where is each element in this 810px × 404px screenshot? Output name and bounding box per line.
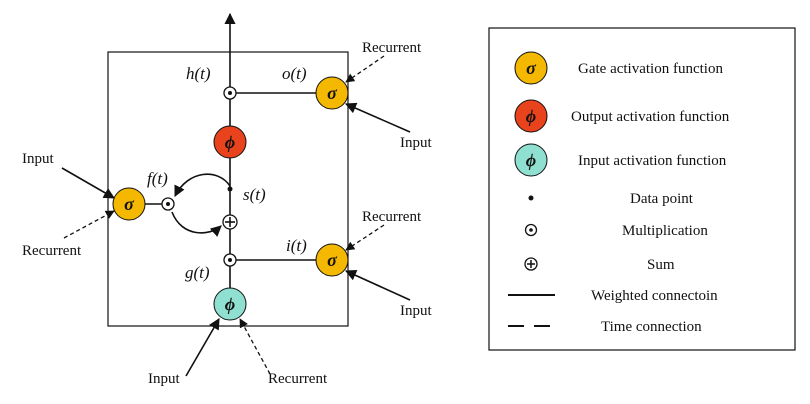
legend-weighted-label: Weighted connectoin	[591, 288, 718, 304]
output-gate-node	[315, 76, 349, 110]
cell-input-arrow	[185, 318, 220, 377]
state-data-point	[227, 186, 233, 192]
input-gate-recurrent-label: Recurrent	[362, 209, 422, 225]
legend-gate-label: Gate activation function	[578, 61, 723, 77]
legend-sum-label: Sum	[647, 257, 675, 273]
output-gate-input-arrow	[344, 102, 411, 133]
legend-multiplication-label: Multiplication	[622, 223, 708, 239]
label-o: o(t)	[282, 64, 307, 83]
label-s: s(t)	[243, 185, 266, 204]
legend-gate-swatch	[514, 51, 548, 85]
sum-node	[222, 214, 238, 230]
forget-gate-node	[112, 187, 146, 221]
input-gate-sigma: σ	[327, 250, 338, 270]
legend-data-point-label: Data point	[630, 191, 694, 207]
legend-sum-icon	[524, 257, 538, 271]
multiply-node-f	[161, 197, 175, 211]
input-gate-node	[315, 243, 349, 277]
label-f: f(t)	[147, 169, 168, 188]
output-gate-input-label: Input	[400, 135, 432, 151]
label-g: g(t)	[185, 263, 210, 282]
legend: σ Gate activation function ϕ Output acti…	[488, 27, 796, 351]
label-h: h(t)	[186, 64, 211, 83]
output-gate-recurrent-label: Recurrent	[362, 40, 422, 56]
multiply-node-h	[223, 86, 237, 100]
legend-output-phi: ϕ	[526, 106, 536, 126]
cell-input-label: Input	[148, 371, 180, 387]
output-activation-node	[213, 125, 247, 159]
forget-gate-recurrent-label: Recurrent	[22, 243, 82, 259]
forget-loop-top	[174, 173, 231, 198]
forget-gate-input-arrow	[61, 167, 115, 199]
legend-output-label: Output activation function	[571, 109, 730, 125]
cell-recurrent-arrow	[239, 318, 271, 375]
output-gate-recurrent-arrow	[345, 55, 385, 83]
legend-input-swatch	[514, 143, 548, 177]
forget-gate-sigma: σ	[124, 194, 135, 214]
legend-input-label: Input activation function	[578, 153, 727, 169]
forget-gate-input-label: Input	[22, 151, 54, 167]
output-gate-sigma: σ	[327, 83, 338, 103]
input-activation-node	[213, 287, 247, 321]
forget-loop-bottom	[171, 211, 222, 237]
forget-gate-recurrent-arrow	[63, 210, 115, 239]
legend-multiplication-icon	[524, 223, 538, 237]
input-gate-input-arrow	[344, 270, 411, 301]
multiply-node-g	[223, 253, 237, 267]
output-phi-symbol: ϕ	[225, 132, 235, 152]
label-i: i(t)	[286, 236, 307, 255]
legend-input-phi: ϕ	[526, 150, 536, 170]
input-gate-input-label: Input	[400, 303, 432, 319]
input-phi-symbol: ϕ	[225, 294, 235, 314]
cell-recurrent-label: Recurrent	[268, 371, 328, 387]
legend-data-point-icon	[528, 195, 534, 201]
legend-output-swatch	[514, 99, 548, 133]
legend-gate-sigma: σ	[526, 58, 537, 78]
legend-time-label: Time connection	[601, 319, 702, 335]
input-gate-recurrent-arrow	[345, 224, 385, 251]
